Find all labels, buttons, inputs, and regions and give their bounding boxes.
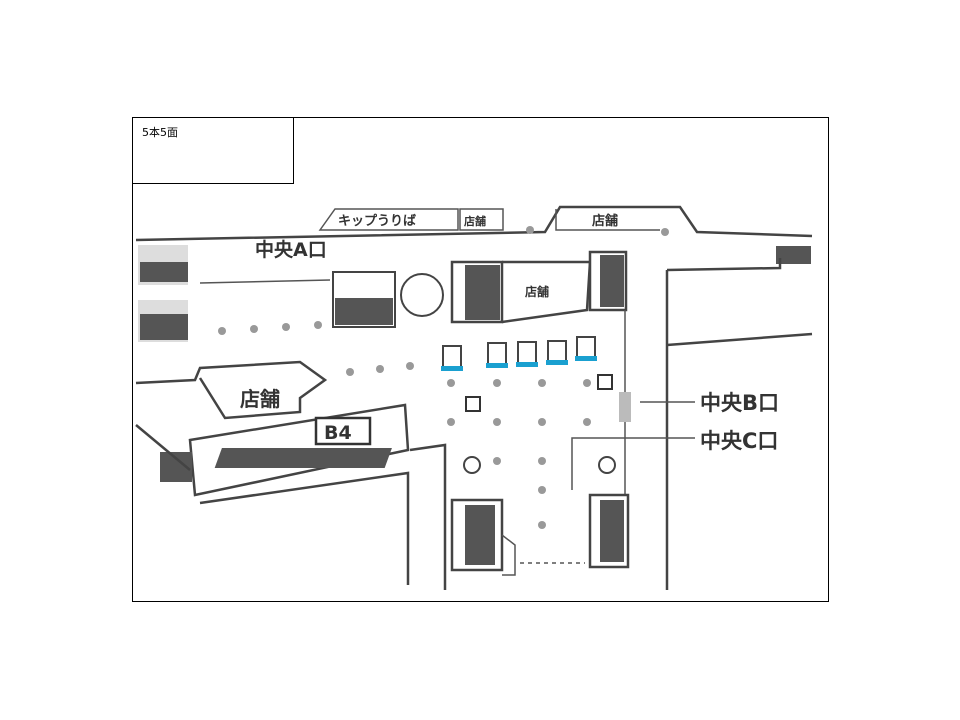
stairs-left-mid-steps — [140, 314, 188, 340]
ticket-counter-label: キップうりば — [338, 214, 416, 229]
shop-label-top-2: 店舗 — [592, 213, 618, 229]
lower-gate — [501, 534, 516, 576]
pillar-icon — [598, 456, 616, 474]
stairs-right-top — [776, 246, 811, 264]
b4-structure — [188, 403, 410, 497]
gate-b — [619, 392, 631, 422]
information-icon — [400, 273, 444, 317]
lower-left-wall — [199, 471, 410, 585]
exit-b-label: 中央B口 — [700, 391, 779, 415]
shop-label-left: 店舗 — [240, 387, 280, 411]
shop-label-top-1: 店舗 — [464, 214, 486, 228]
ticket-gates — [441, 336, 597, 371]
stairs-left-top-steps — [140, 262, 188, 282]
exit-a-label: 中央A口 — [255, 238, 327, 261]
top-wall — [135, 205, 813, 242]
right-wall-top — [666, 258, 782, 272]
exit-b4-label: B4 — [324, 422, 352, 444]
ticket-counter-box — [318, 208, 459, 231]
exit-c-label: 中央C口 — [700, 429, 778, 453]
station-map — [132, 117, 829, 602]
center-shop-wall — [501, 260, 592, 324]
escalator-bottom-right-steps — [600, 500, 624, 562]
right-wall-mid — [666, 332, 813, 347]
stairs-b4 — [214, 448, 392, 468]
shop-box-top-2 — [555, 209, 660, 231]
shop-box-top-1 — [459, 208, 504, 231]
elevator-icon — [597, 374, 613, 390]
b4-badge — [314, 416, 372, 446]
left-diagonal-wall — [135, 424, 191, 471]
lower-center-wall-left — [409, 443, 447, 590]
stairs-center-left-steps — [465, 265, 500, 320]
caption-text: 5本5面 — [142, 126, 178, 139]
caption-box: 5本5面 — [132, 117, 294, 184]
stairs-a-steps — [335, 298, 393, 325]
exit-c-leader — [571, 437, 695, 490]
pillar-icon — [463, 456, 481, 474]
pillar-dots — [218, 226, 669, 529]
gate-line — [199, 279, 331, 284]
shop-label-center: 店舗 — [525, 284, 549, 299]
elevator-icon — [465, 396, 481, 412]
left-shop-wall — [135, 360, 328, 420]
stairs-center-right-steps — [600, 255, 624, 307]
escalator-bottom-left-steps — [465, 505, 495, 565]
